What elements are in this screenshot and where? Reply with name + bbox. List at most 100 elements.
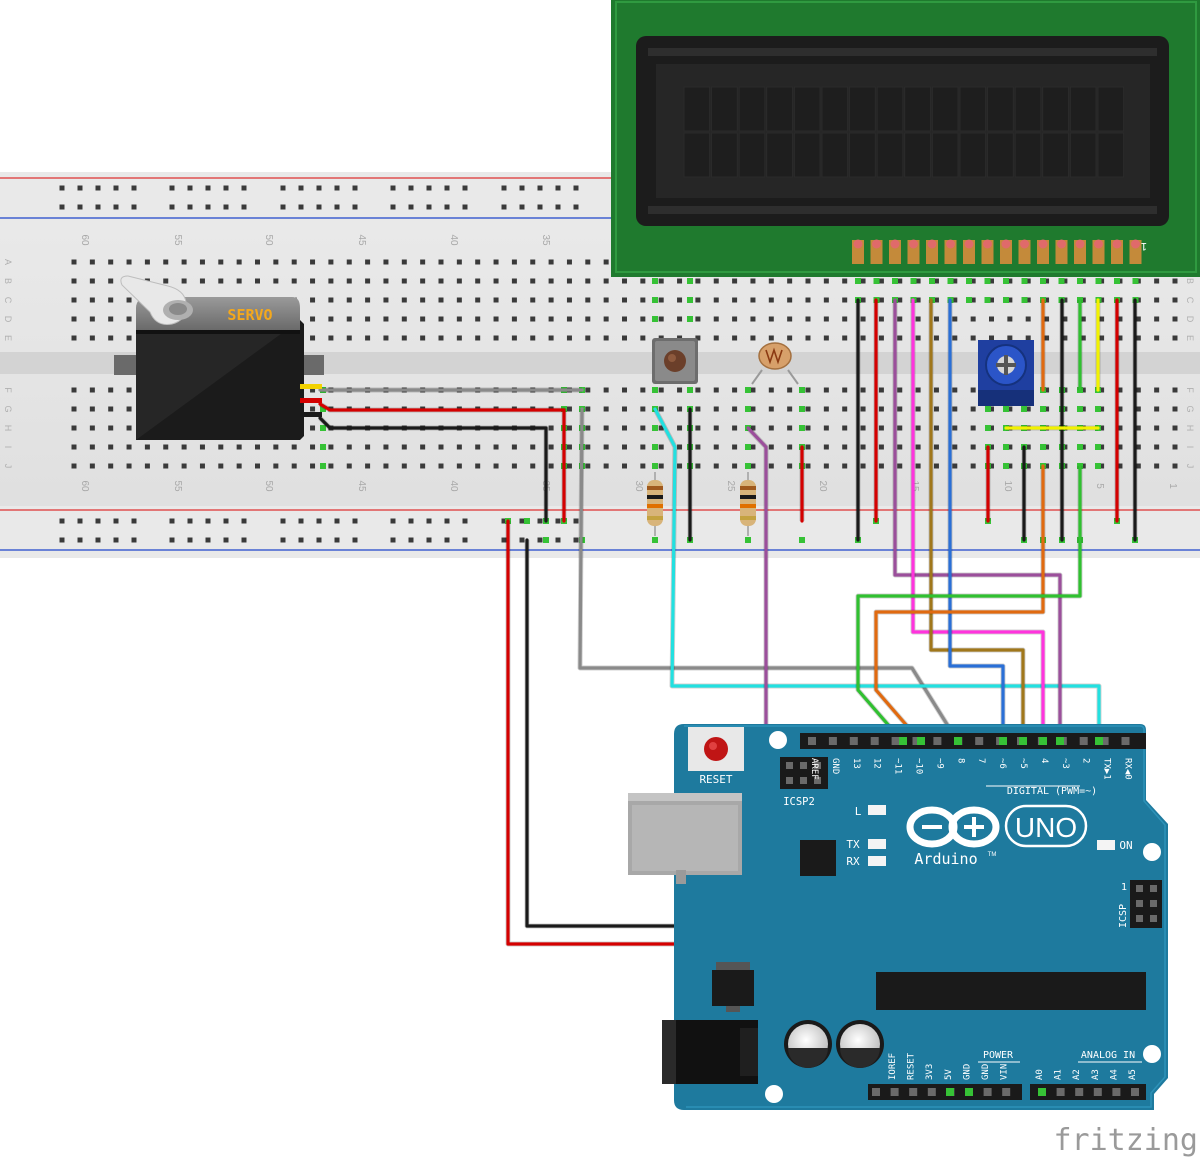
bb-hole [493, 444, 499, 450]
rail-hole [223, 537, 229, 543]
bb-hole [1117, 335, 1123, 341]
bb-hole [1025, 463, 1031, 469]
rail-hole [537, 518, 543, 524]
lcd-char-cell [1014, 86, 1042, 132]
bb-hole [365, 335, 371, 341]
bb-hole [787, 297, 793, 303]
bb-hole [420, 297, 426, 303]
bb-hole [71, 387, 77, 393]
rail-hole [77, 185, 83, 191]
bb-hole [695, 406, 701, 412]
bb-hole-active [1114, 278, 1120, 284]
bb-hole [273, 259, 279, 265]
bb-hole-active [984, 278, 991, 284]
bb-hole [566, 297, 572, 303]
bb-hole [1172, 316, 1178, 322]
lcd-char-cell [987, 86, 1014, 132]
bb-hole [603, 278, 609, 284]
bb-hole [640, 406, 646, 412]
trademark-label: TM [988, 852, 997, 858]
bb-hole [1007, 444, 1013, 450]
rail-hole [462, 518, 468, 524]
bb-hole [71, 425, 77, 431]
bb-hole [897, 425, 903, 431]
lcd-pin [1131, 239, 1140, 249]
bb-hole [328, 297, 334, 303]
bb-hole [530, 444, 536, 450]
button-wire [653, 407, 1101, 744]
rail-hole-active [745, 537, 751, 543]
digital-pin-active [899, 737, 907, 745]
rail-hole [555, 518, 561, 524]
bb-hole [89, 278, 95, 284]
bb-hole [71, 316, 77, 322]
bb-hole [475, 259, 481, 265]
rail-hole [501, 537, 507, 543]
rail-hole [501, 204, 507, 210]
bb-hole [108, 335, 114, 341]
lcd-char-cell [876, 86, 904, 132]
bb-hole [493, 297, 499, 303]
bb-hole [970, 278, 976, 284]
digital-pin [808, 737, 816, 745]
bb-hole [493, 316, 499, 322]
rail-hole [241, 185, 247, 191]
analog-pin-label: A3 [1091, 1069, 1101, 1080]
bb-hole [365, 278, 371, 284]
rail-hole [573, 537, 579, 543]
bb-hole [787, 406, 793, 412]
rail-hole [408, 204, 414, 210]
bb-hole [1172, 444, 1178, 450]
rail-hole [241, 518, 247, 524]
bb-hole [365, 444, 371, 450]
bb-hole-active [652, 387, 658, 393]
rail-hole [352, 185, 358, 191]
bb-hole [658, 425, 664, 431]
bb-hole [933, 406, 939, 412]
bb-hole [548, 297, 554, 303]
uno-badge [1004, 804, 1088, 848]
bb-hole [438, 463, 444, 469]
bb-hole [1025, 406, 1031, 412]
digital-pin-label: RX◀0 [1123, 758, 1133, 780]
bb-column-number-bottom: 30 [633, 480, 644, 492]
bb-hole-active [929, 278, 935, 284]
bb-hole [511, 316, 517, 322]
bb-hole-active [1003, 406, 1009, 412]
resistor-2 [740, 472, 756, 536]
power-pin-label: RESET [907, 1052, 917, 1080]
bb-hole [310, 463, 316, 469]
bb-hole [842, 444, 848, 450]
digital-pin-active [917, 737, 925, 745]
rail-hole [298, 518, 304, 524]
bb-hole [1135, 425, 1141, 431]
bb-hole [897, 278, 903, 284]
bb-hole [310, 335, 316, 341]
digital-pin [1100, 737, 1109, 745]
bb-hole [475, 444, 481, 450]
bb-hole-active [652, 278, 658, 284]
bb-hole [401, 444, 407, 450]
bb-hole [126, 387, 132, 393]
bb-hole [383, 316, 389, 322]
bb-hole [823, 463, 829, 469]
bb-hole [420, 444, 426, 450]
bb-hole [548, 278, 554, 284]
bb-row-letter: I [3, 446, 13, 449]
bb-hole [71, 444, 77, 450]
digital-pin-label: 8 [955, 758, 965, 763]
bb-hole [713, 387, 719, 393]
power-pin [1002, 1088, 1011, 1096]
bb-row-letter: C [1185, 297, 1195, 304]
bb-hole [989, 463, 994, 469]
bb-hole [1117, 444, 1123, 450]
lcd-pins [852, 239, 1142, 264]
bb-hole [1117, 425, 1123, 431]
rail-hole [187, 518, 193, 524]
rail-hole [555, 537, 561, 543]
bb-hole [640, 463, 646, 469]
pushbutton [652, 338, 698, 384]
bb-hole [438, 444, 444, 450]
bb-hole [842, 335, 848, 341]
